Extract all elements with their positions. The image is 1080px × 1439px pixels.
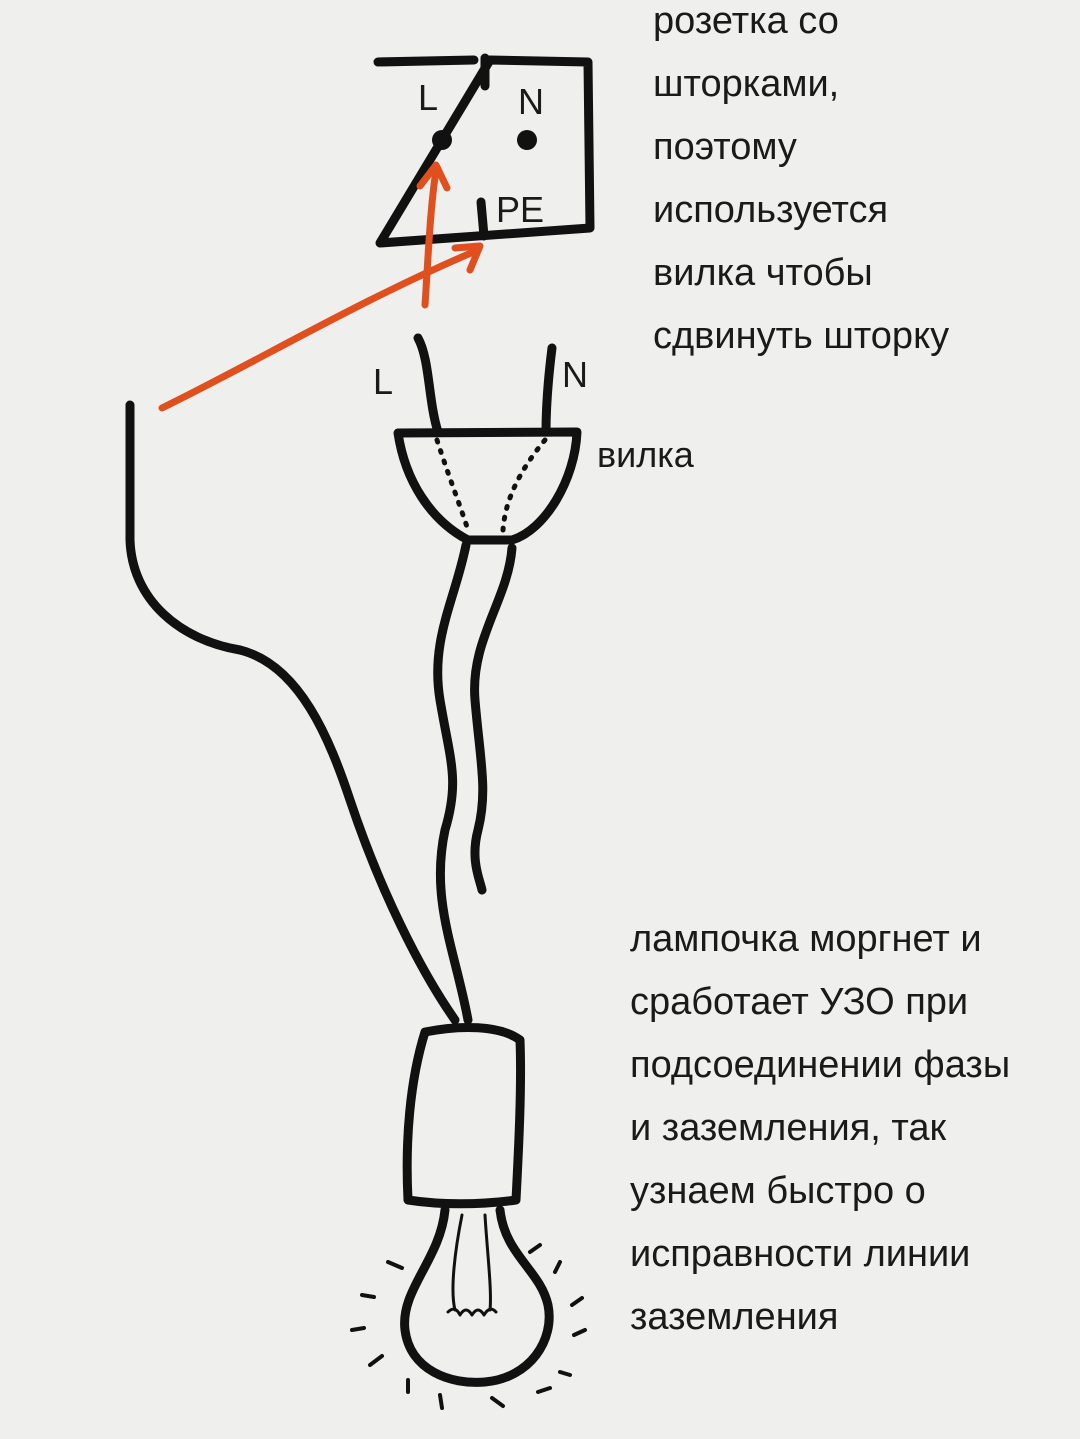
note-line: используется (653, 189, 889, 231)
note-line: сдвинуть шторку (653, 315, 950, 357)
arrowhead-pe (451, 242, 484, 274)
plug-caption: вилка (597, 434, 694, 475)
socket-hole-l (432, 130, 452, 150)
note-line: лампочка моргнет и (630, 918, 982, 960)
note-line: поэтому (653, 126, 797, 168)
plug (393, 333, 582, 545)
note-line: и заземления, так (630, 1107, 947, 1149)
arrowhead-l (416, 161, 451, 192)
lamp (350, 1023, 587, 1410)
arrows (158, 161, 484, 412)
socket-label-n: N (518, 81, 544, 122)
test-wire (125, 400, 460, 1025)
note-top: розетка со шторками, поэтому используетс… (653, 0, 949, 368)
arrow-to-l (421, 166, 440, 309)
note-line: узнаем быстро о (630, 1170, 926, 1212)
socket-label-pe: PE (496, 189, 545, 230)
lamp-glow-marks (350, 1243, 587, 1410)
socket-hole-n (517, 130, 537, 150)
arrow-to-pe (158, 246, 482, 412)
plug-prong-l (413, 333, 443, 437)
plug-prong-n (541, 343, 557, 437)
note-line: розетка со (653, 0, 839, 42)
cable (433, 540, 517, 1025)
socket-label-l: L (418, 77, 439, 118)
plug-label-n: N (562, 354, 588, 395)
note-line: вилка чтобы (653, 252, 873, 294)
note-line: шторками, (653, 63, 840, 105)
plug-label-l: L (373, 361, 394, 402)
note-line: исправности линии (630, 1233, 971, 1275)
note-line: подсоединении фазы (630, 1044, 1011, 1086)
note-line: сработает УЗО при (630, 981, 969, 1023)
socket (373, 53, 595, 248)
socket-pe-contact (476, 197, 489, 241)
note-line: заземления (630, 1296, 839, 1338)
note-bottom: лампочка моргнет и сработает УЗО при под… (630, 908, 1010, 1349)
